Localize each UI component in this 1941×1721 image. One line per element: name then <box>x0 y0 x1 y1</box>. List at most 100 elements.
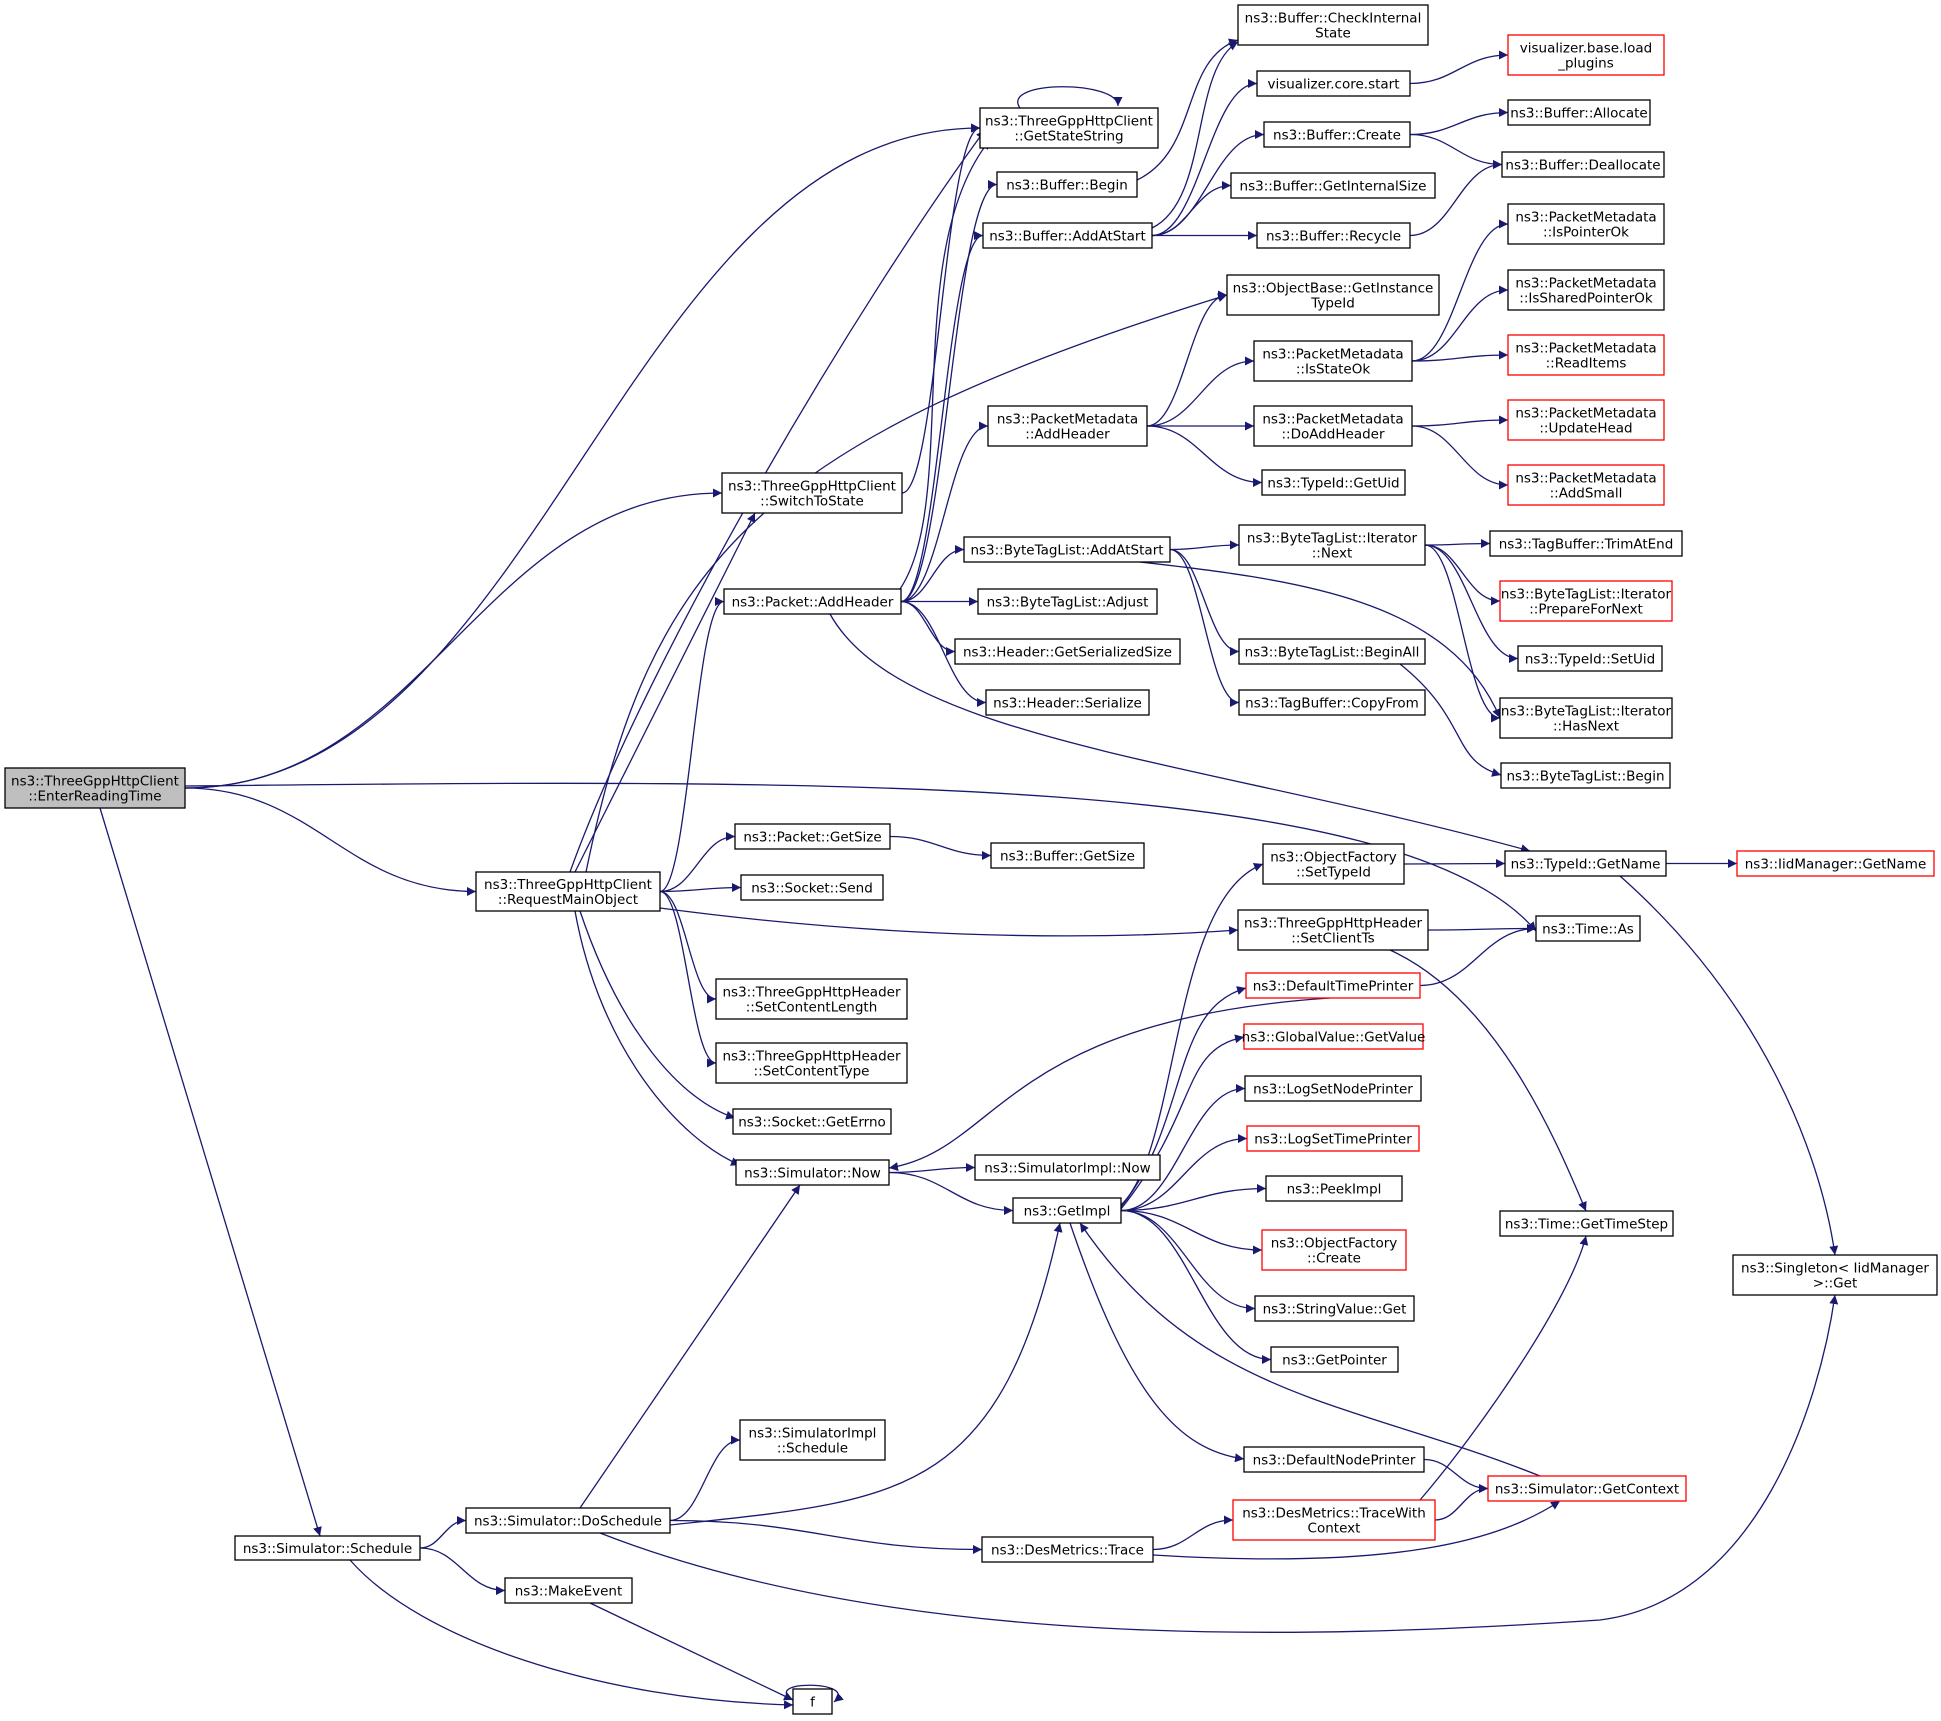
node-stringvalue_get[interactable]: ns3::StringValue::Get <box>1254 1295 1415 1322</box>
node-getstatestring[interactable]: ns3::ThreeGppHttpClient::GetStateString <box>979 107 1159 149</box>
node-getimpl[interactable]: ns3::GetImpl <box>1012 1197 1122 1224</box>
edge-sim_schedule-to-sim_doschedule <box>419 1516 467 1549</box>
node-time_as[interactable]: ns3::Time::As <box>1535 915 1641 942</box>
node-pm_addsmall[interactable]: ns3::PacketMetadata::AddSmall <box>1507 464 1665 506</box>
node-objfactory_settypeid[interactable]: ns3::ObjectFactory::SetTypeId <box>1262 843 1405 885</box>
node-defaulttimeprinter[interactable]: ns3::DefaultTimePrinter <box>1245 972 1421 999</box>
node-btl_addatstart[interactable]: ns3::ByteTagList::AddAtStart <box>963 536 1171 563</box>
node-globalvalue_getvalue[interactable]: ns3::GlobalValue::GetValue <box>1242 1023 1426 1050</box>
node-btl_adjust[interactable]: ns3::ByteTagList::Adjust <box>977 588 1158 615</box>
node-getpointer[interactable]: ns3::GetPointer <box>1270 1346 1399 1373</box>
node-socket_send[interactable]: ns3::Socket::Send <box>740 874 884 901</box>
node-simimpl_now[interactable]: ns3::SimulatorImpl::Now <box>974 1154 1161 1181</box>
node-buffer_recycle[interactable]: ns3::Buffer::Recycle <box>1256 222 1411 249</box>
node-requestmainobject[interactable]: ns3::ThreeGppHttpClient::RequestMainObje… <box>475 871 661 912</box>
node-vis_base_load[interactable]: visualizer.base.load_plugins <box>1507 34 1665 76</box>
edge-sim_doschedule-to-sim_now <box>579 1184 801 1509</box>
node-sim_now[interactable]: ns3::Simulator::Now <box>735 1159 890 1186</box>
node-pm_isstateok[interactable]: ns3::PacketMetadata::IsStateOk <box>1253 340 1413 382</box>
edge-root-to-getstatestring <box>184 123 981 789</box>
node-sim_doschedule[interactable]: ns3::Simulator::DoSchedule <box>465 1507 671 1534</box>
node-label: ::SetContentLength <box>746 1000 878 1016</box>
node-header_setcontentlength[interactable]: ns3::ThreeGppHttpHeader::SetContentLengt… <box>715 978 908 1020</box>
edge-requestmainobject-to-packet_addheader <box>659 597 725 893</box>
node-iidmanager_getname[interactable]: ns3::IidManager::GetName <box>1736 850 1935 877</box>
node-buffer_create[interactable]: ns3::Buffer::Create <box>1263 121 1411 148</box>
node-label: ns3::ByteTagList::Iterator <box>1247 531 1418 547</box>
node-typeid_getname[interactable]: ns3::TypeId::GetName <box>1504 850 1667 877</box>
edge-desmetrics_tracewithcontext-to-time_gettimestep <box>1419 1235 1589 1501</box>
node-btl_iter_hasnext[interactable]: ns3::ByteTagList::Iterator::HasNext <box>1499 697 1673 739</box>
node-label: ::PrepareForNext <box>1529 602 1643 618</box>
node-simimpl_schedule[interactable]: ns3::SimulatorImpl::Schedule <box>739 1419 886 1461</box>
node-sim_getcontext[interactable]: ns3::Simulator::GetContext <box>1487 1475 1687 1502</box>
node-label: ns3::Simulator::GetContext <box>1495 1482 1679 1498</box>
node-header_setcontenttype[interactable]: ns3::ThreeGppHttpHeader::SetContentType <box>715 1042 908 1084</box>
node-singleton_get[interactable]: ns3::Singleton< IidManager>::Get <box>1732 1254 1938 1296</box>
node-makeevent[interactable]: ns3::MakeEvent <box>504 1577 633 1604</box>
node-buffer_deallocate[interactable]: ns3::Buffer::Deallocate <box>1501 151 1665 178</box>
node-pm_doaddheader[interactable]: ns3::PacketMetadata::DoAddHeader <box>1253 405 1413 447</box>
edge-sim_now-to-getimpl <box>888 1171 1014 1215</box>
node-box <box>987 405 1148 447</box>
node-box <box>1263 121 1411 148</box>
node-pm_updatehead[interactable]: ns3::PacketMetadata::UpdateHead <box>1507 399 1665 441</box>
node-socket_geterrno[interactable]: ns3::Socket::GetErrno <box>732 1108 892 1135</box>
node-box <box>792 1688 833 1715</box>
node-pm_readitems[interactable]: ns3::PacketMetadata::ReadItems <box>1507 334 1665 376</box>
node-buffer_addatstart[interactable]: ns3::Buffer::AddAtStart <box>982 222 1153 249</box>
node-logsetnodeprinter[interactable]: ns3::LogSetNodePrinter <box>1244 1075 1422 1102</box>
node-buffer_begin[interactable]: ns3::Buffer::Begin <box>996 171 1138 198</box>
node-logsettimeprinter[interactable]: ns3::LogSetTimePrinter <box>1246 1125 1420 1152</box>
node-pm_addheader[interactable]: ns3::PacketMetadata::AddHeader <box>987 405 1148 447</box>
node-box <box>1245 972 1421 999</box>
node-box <box>1489 530 1683 557</box>
node-switchtostate[interactable]: ns3::ThreeGppHttpClient::SwitchToState <box>721 472 903 514</box>
node-pm_issharedpointerok[interactable]: ns3::PacketMetadata::IsSharedPointerOk <box>1507 269 1665 311</box>
node-btl_iter_preparefornext[interactable]: ns3::ByteTagList::Iterator::PrepareForNe… <box>1499 580 1673 622</box>
node-box <box>740 874 884 901</box>
node-label: ns3::DefaultNodePrinter <box>1253 1453 1416 1469</box>
node-box <box>1499 697 1673 739</box>
node-root[interactable]: ns3::ThreeGppHttpClient::EnterReadingTim… <box>4 767 186 809</box>
edge-typeid_getname-to-singleton_get <box>1619 875 1839 1256</box>
edge-pm_doaddheader-to-pm_updatehead <box>1411 415 1509 427</box>
node-packet_addheader[interactable]: ns3::Packet::AddHeader <box>723 588 902 615</box>
node-label: ns3::IidManager::GetName <box>1745 857 1927 873</box>
node-header_getserializedsize[interactable]: ns3::Header::GetSerializedSize <box>954 638 1181 665</box>
node-time_gettimestep[interactable]: ns3::Time::GetTimeStep <box>1499 1210 1674 1237</box>
node-buffer_allocate[interactable]: ns3::Buffer::Allocate <box>1507 99 1651 126</box>
node-label: ns3::DesMetrics::TraceWith <box>1242 1506 1426 1522</box>
node-sim_schedule[interactable]: ns3::Simulator::Schedule <box>234 1535 421 1561</box>
node-defaultnodeprinter[interactable]: ns3::DefaultNodePrinter <box>1243 1446 1425 1473</box>
node-btl_iter_next[interactable]: ns3::ByteTagList::Iterator::Next <box>1238 524 1426 566</box>
node-box <box>979 107 1159 149</box>
node-vis_core_start[interactable]: visualizer.core.start <box>1256 70 1411 97</box>
node-header_setclientts[interactable]: ns3::ThreeGppHttpHeader::SetClientTs <box>1237 909 1429 951</box>
node-typeid_getuid[interactable]: ns3::TypeId::GetUid <box>1261 469 1406 496</box>
node-header_serialize[interactable]: ns3::Header::Serialize <box>985 689 1150 716</box>
node-tagbuffer_copyfrom[interactable]: ns3::TagBuffer::CopyFrom <box>1238 689 1426 716</box>
node-label: ns3::TypeId::GetUid <box>1267 476 1399 492</box>
node-buffer_getsize[interactable]: ns3::Buffer::GetSize <box>990 842 1145 869</box>
node-btl_beginall[interactable]: ns3::ByteTagList::BeginAll <box>1238 638 1426 665</box>
node-desmetrics_trace[interactable]: ns3::DesMetrics::Trace <box>981 1536 1154 1563</box>
node-objfactory_create[interactable]: ns3::ObjectFactory::Create <box>1261 1229 1407 1271</box>
node-buffer_getinternalsize[interactable]: ns3::Buffer::GetInternalSize <box>1230 172 1436 199</box>
node-tagbuffer_trimatend[interactable]: ns3::TagBuffer::TrimAtEnd <box>1489 530 1683 557</box>
node-box <box>1732 1254 1938 1296</box>
node-box <box>1243 1023 1424 1050</box>
node-typeid_setuid[interactable]: ns3::TypeId::SetUid <box>1517 645 1663 672</box>
node-label: ::AddHeader <box>1025 427 1110 443</box>
node-peekimpl[interactable]: ns3::PeekImpl <box>1265 1175 1403 1202</box>
node-label: ::HasNext <box>1553 719 1619 735</box>
node-box <box>504 1577 633 1604</box>
edge-packet_addheader-to-typeid_getname <box>829 613 1531 853</box>
node-btl_begin[interactable]: ns3::ByteTagList::Begin <box>1500 762 1671 789</box>
node-pm_ispointerok[interactable]: ns3::PacketMetadata::IsPointerOk <box>1507 203 1665 245</box>
node-f[interactable]: f <box>792 1688 833 1715</box>
node-packet_getsize[interactable]: ns3::Packet::GetSize <box>734 823 891 850</box>
